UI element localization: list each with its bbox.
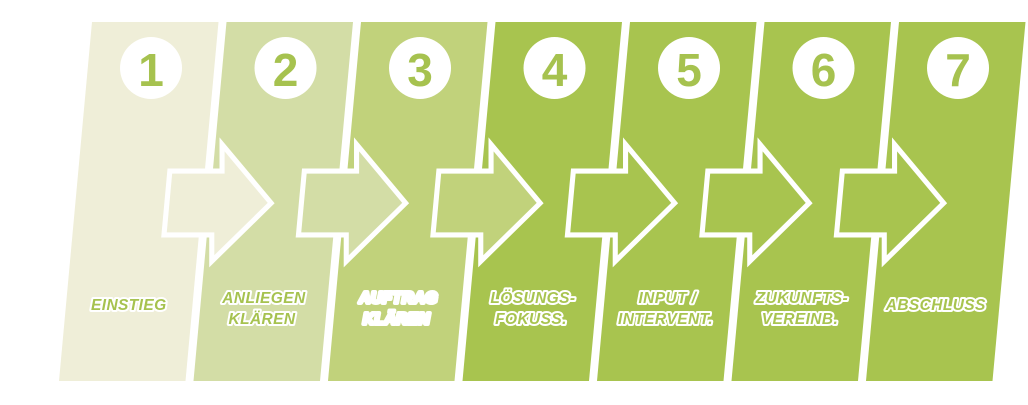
step-number-circle	[927, 37, 990, 99]
process-step-3	[328, 22, 488, 381]
step-label-line: INTERVENT.	[618, 311, 713, 328]
step-number-circle	[523, 37, 586, 99]
arrow-stroke	[432, 142, 542, 263]
step-number: 7	[945, 44, 971, 96]
flow-arrow-2-to-3	[295, 137, 410, 268]
step-label-line: FOKUSS.	[495, 311, 567, 328]
process-step-4	[462, 22, 622, 381]
step-panel-background	[193, 22, 353, 381]
step-panel-background	[731, 22, 891, 381]
step-label-line: ANLIEGEN	[221, 290, 306, 307]
step-number: 1	[138, 44, 164, 96]
step-panel-background	[328, 22, 488, 381]
step-number-circle	[120, 37, 183, 99]
arrow-body	[165, 147, 270, 259]
arrow-body	[703, 147, 808, 259]
flow-arrow-6-to-7	[833, 137, 948, 268]
step-number-circle	[389, 37, 452, 99]
step-number-circle	[792, 37, 855, 99]
process-step-7	[866, 22, 1026, 381]
step-number: 2	[273, 44, 299, 96]
step-number: 4	[542, 44, 568, 96]
flow-arrow-1-to-2	[161, 137, 275, 268]
step-label-line: VEREINB.	[762, 311, 838, 328]
step-label-line: KLÄREN	[228, 311, 295, 328]
step-label-line: ZUKUNFTS-	[755, 290, 848, 307]
arrow-stroke	[297, 142, 407, 263]
arrow-body	[837, 147, 943, 259]
step-panel-background	[59, 22, 219, 381]
step-label-line: ABSCHLUSS	[885, 297, 986, 314]
arrow-stroke	[701, 142, 811, 263]
arrow-body	[568, 147, 674, 259]
process-step-5	[597, 22, 757, 381]
arrow-body	[434, 147, 539, 259]
flow-arrow-3-to-4	[430, 137, 544, 268]
arrow-stroke	[163, 142, 273, 263]
step-number: 6	[811, 44, 837, 96]
step-label-line: AUFTRAG	[358, 290, 438, 307]
step-label-line: KLÄREN	[363, 311, 430, 328]
step-label-line: LÖSUNGS-	[490, 290, 575, 307]
flow-arrow-5-to-6	[699, 137, 813, 268]
step-panel-background	[462, 22, 622, 381]
step-label-line: EINSTIEG	[91, 297, 167, 314]
arrow-stroke	[835, 142, 945, 263]
step-label-line: INPUT /	[638, 290, 697, 307]
step-number-circle	[658, 37, 721, 99]
process-step-2	[193, 22, 353, 381]
step-number-circle	[254, 37, 317, 99]
process-step-6	[731, 22, 891, 381]
step-number: 5	[676, 44, 702, 96]
arrow-body	[299, 147, 405, 259]
process-step-1	[59, 22, 219, 381]
arrow-stroke	[566, 142, 676, 263]
flow-arrow-4-to-5	[564, 137, 679, 268]
step-number: 3	[407, 44, 433, 96]
step-panel-background	[597, 22, 757, 381]
step-panel-background	[866, 22, 1026, 381]
